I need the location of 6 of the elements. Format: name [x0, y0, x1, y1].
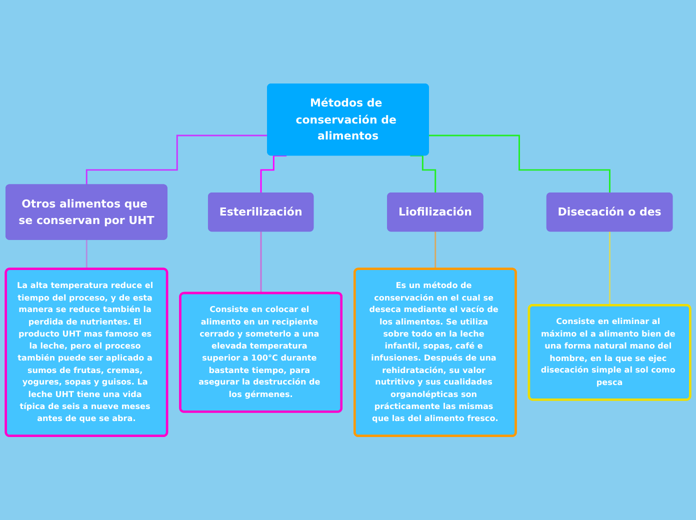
- connector: [410, 155, 436, 194]
- connector: [260, 231, 262, 294]
- connector: [86, 134, 268, 186]
- connector: [609, 231, 611, 306]
- connector: [260, 155, 287, 194]
- connector: [428, 134, 611, 194]
